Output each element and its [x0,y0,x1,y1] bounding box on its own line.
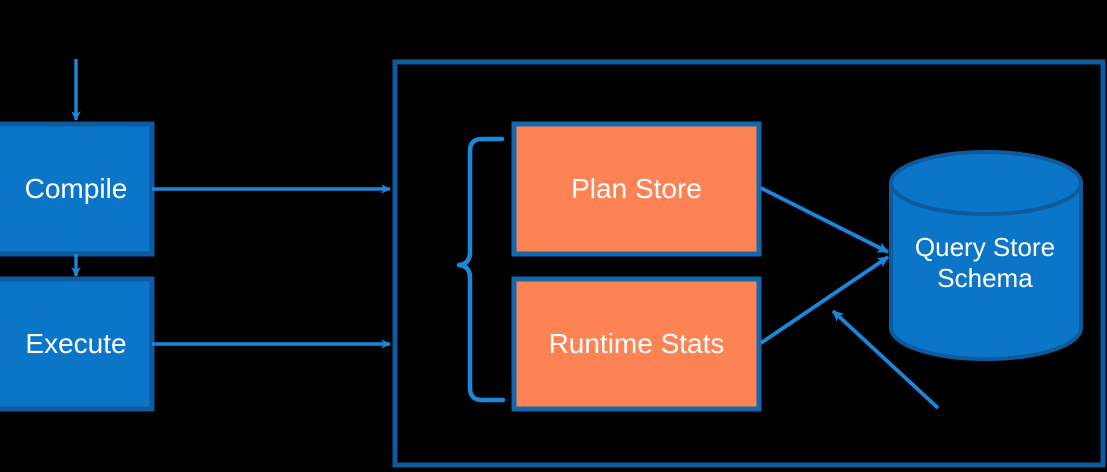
plan-store-to-schema-arrow [760,186,889,254]
plan-store-box[interactable] [511,121,762,257]
execute-box[interactable] [0,276,155,412]
query-store-schema-cylinder[interactable] [889,150,1083,361]
runtime-stats-to-schema-arrow [759,255,890,345]
stores-brace [456,136,506,403]
cylinder-body [889,181,1083,361]
query-store-boundary [392,59,1106,468]
cylinder-top [889,150,1083,216]
external-to-schema-arrow [831,309,940,410]
compile-box[interactable] [0,121,155,257]
runtime-stats-box[interactable] [511,276,762,412]
